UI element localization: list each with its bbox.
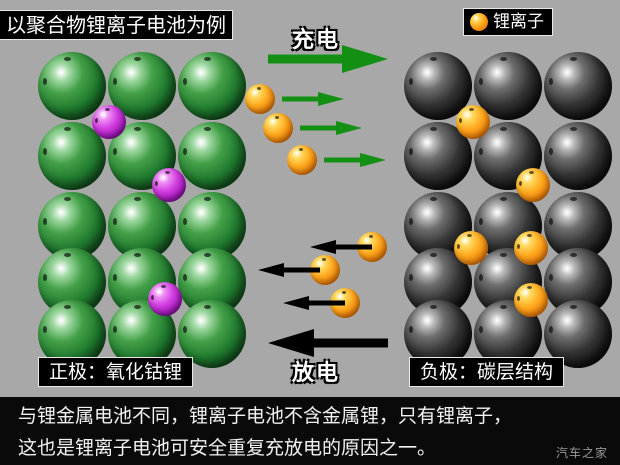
legend: 锂离子 <box>463 8 553 36</box>
charge-direction-arrow <box>268 45 388 73</box>
anode-sphere <box>544 300 612 368</box>
anode-lithium-ion <box>454 231 488 265</box>
cathode-lithium-ion <box>148 282 182 316</box>
charge-flow-arrow <box>282 92 344 106</box>
cathode-sphere <box>38 300 106 368</box>
cathode-sphere <box>178 52 246 120</box>
page-title: 以聚合物锂离子电池为例 <box>0 10 233 40</box>
anode-sphere <box>404 300 472 368</box>
discharge-label: 放电 <box>292 361 341 386</box>
charge-flow-arrow <box>300 121 362 135</box>
anode-lithium-ion <box>514 231 548 265</box>
watermark: 汽车之家 <box>555 446 608 460</box>
cathode-sphere <box>38 122 106 190</box>
anode-sphere <box>474 52 542 120</box>
cathode-label: 正极：氧化钴锂 <box>38 357 194 387</box>
anode-lithium-ion <box>514 283 548 317</box>
migrating-lithium-ion <box>287 145 317 175</box>
anode-lithium-ion <box>456 105 490 139</box>
caption-line-2: 这也是锂离子电池可安全重复充放电的原因之一。 <box>18 437 437 459</box>
caption-bar: 与锂金属电池不同，锂离子电池不含金属锂，只有锂离子， 这也是锂离子电池可安全重复… <box>0 397 620 465</box>
charge-label: 充电 <box>292 28 341 53</box>
anode-sphere <box>544 52 612 120</box>
discharge-flow-arrow <box>258 263 320 277</box>
anode-sphere <box>544 122 612 190</box>
battery-diagram: 充电 放电 以聚合物锂离子电池为例 锂离子 正极：氧化钴锂 负极：碳层结构 <box>0 0 620 397</box>
cathode-sphere <box>178 122 246 190</box>
charge-flow-arrow <box>324 153 386 167</box>
migrating-lithium-ion <box>245 84 275 114</box>
discharge-flow-arrow <box>310 240 372 254</box>
migrating-lithium-ion <box>263 113 293 143</box>
discharge-flow-arrow <box>283 296 345 310</box>
cathode-lithium-ion <box>92 105 126 139</box>
anode-lithium-ion <box>516 168 550 202</box>
caption-line-1: 与锂金属电池不同，锂离子电池不含金属锂，只有锂离子， <box>18 405 513 427</box>
legend-label: 锂离子 <box>493 11 544 32</box>
cathode-lithium-ion <box>152 168 186 202</box>
cathode-sphere <box>38 52 106 120</box>
discharge-direction-arrow <box>268 329 388 357</box>
anode-label: 负极：碳层结构 <box>409 357 565 387</box>
cathode-sphere <box>178 300 246 368</box>
lithium-ion-icon <box>470 13 488 31</box>
